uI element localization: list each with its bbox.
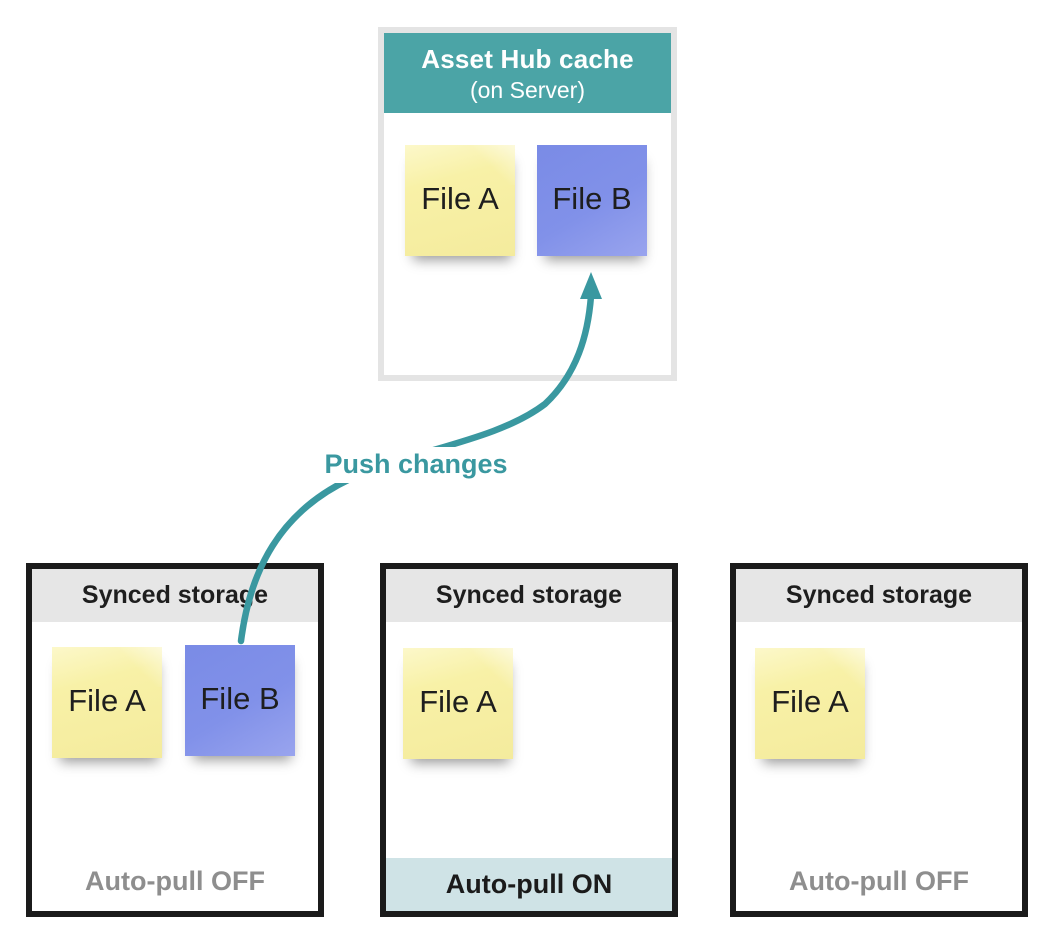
synced-storage-title: Synced storage: [386, 569, 672, 622]
sticky-note-file-a: File A: [52, 647, 162, 758]
auto-pull-status-off: Auto-pull OFF: [85, 866, 265, 896]
sticky-note-file-b: File B: [185, 645, 295, 756]
asset-hub-cache-box: Asset Hub cache (on Server) File A File …: [378, 27, 677, 381]
asset-hub-cache-title: Asset Hub cache: [421, 44, 634, 74]
asset-hub-cache-header: Asset Hub cache (on Server): [384, 33, 671, 113]
sticky-note-file-b: File B: [537, 145, 647, 256]
synced-storage-box-middle: Synced storage File A Auto-pull ON: [380, 563, 678, 917]
sticky-note-label: File A: [771, 683, 849, 719]
auto-pull-status-on: Auto-pull ON: [386, 858, 672, 911]
synced-storage-title: Synced storage: [32, 569, 318, 622]
sticky-note-file-a: File A: [405, 145, 515, 256]
sticky-note-file-a: File A: [755, 648, 865, 759]
synced-storage-box-left: Synced storage File A File B Auto-pull O…: [26, 563, 324, 917]
synced-storage-box-right: Synced storage File A Auto-pull OFF: [730, 563, 1028, 917]
auto-pull-status-off: Auto-pull OFF: [789, 866, 969, 896]
sticky-note-label: File A: [68, 682, 146, 718]
sticky-note-file-a: File A: [403, 648, 513, 759]
asset-hub-cache-subtitle: (on Server): [469, 77, 586, 103]
sticky-note-label: File B: [200, 680, 280, 716]
sticky-note-label: File A: [421, 180, 499, 216]
push-changes-label: Push changes: [316, 447, 516, 483]
sticky-note-label: File A: [419, 683, 497, 719]
sticky-note-label: File B: [552, 180, 632, 216]
synced-storage-title: Synced storage: [736, 569, 1022, 622]
